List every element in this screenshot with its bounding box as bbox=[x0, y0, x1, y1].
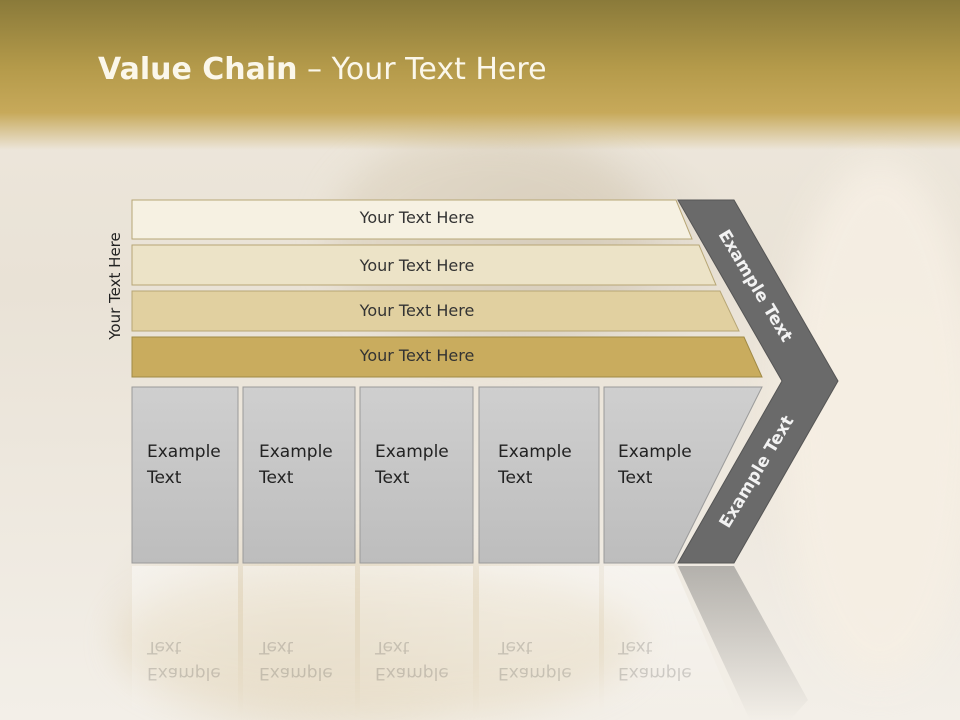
slide-title: Value Chain – Your Text Here bbox=[98, 52, 547, 87]
reflection-box-3 bbox=[360, 566, 473, 720]
row-label-3: Your Text Here bbox=[359, 301, 475, 320]
box-label-4-line1: Example bbox=[498, 442, 572, 462]
reflection-label-4: Example Text bbox=[498, 634, 572, 686]
reflection-label-4-line2: Text bbox=[498, 637, 533, 657]
reflection-label-1: Example Text bbox=[147, 634, 221, 686]
reflection-label-1-line2: Text bbox=[147, 637, 182, 657]
reflection-box-4 bbox=[479, 566, 599, 720]
reflection-box-5 bbox=[604, 566, 740, 720]
box-label-3-line2: Text bbox=[375, 468, 410, 488]
row-bar-1 bbox=[131, 199, 693, 240]
row-bar-4 bbox=[131, 336, 763, 378]
box-label-4-line2: Text bbox=[498, 468, 533, 488]
reflection-label-4-line1: Example bbox=[498, 663, 572, 683]
box-label-2-line2: Text bbox=[259, 468, 294, 488]
box-label-3-line1: Example bbox=[375, 442, 449, 462]
reflection-box-1 bbox=[132, 566, 238, 720]
reflection-label-2-line2: Text bbox=[259, 637, 294, 657]
box-5 bbox=[603, 386, 763, 564]
reflection-label-3-line1: Example bbox=[375, 663, 449, 683]
reflection-label-2-line1: Example bbox=[259, 663, 333, 683]
box-1 bbox=[131, 386, 239, 564]
box-label-2-line1: Example bbox=[259, 442, 333, 462]
reflection-chevron bbox=[678, 566, 808, 720]
title-bar bbox=[0, 0, 960, 150]
row-label-1: Your Text Here bbox=[359, 208, 475, 227]
chevron-arrow bbox=[677, 199, 839, 564]
row-label-2: Your Text Here bbox=[359, 256, 475, 275]
row-label-4: Your Text Here bbox=[359, 346, 475, 365]
box-3 bbox=[359, 386, 474, 564]
reflection-label-3-line2: Text bbox=[375, 637, 410, 657]
box-label-1-line1: Example bbox=[147, 442, 221, 462]
box-2 bbox=[242, 386, 356, 564]
title-rest: – Your Text Here bbox=[297, 52, 547, 87]
reflection-label-5-line2: Text bbox=[618, 637, 653, 657]
box-4 bbox=[478, 386, 600, 564]
box-label-5-line1: Example bbox=[618, 442, 692, 462]
row-bar-2 bbox=[131, 244, 717, 286]
box-label-5-line2: Text bbox=[618, 468, 653, 488]
reflection-label-1-line1: Example bbox=[147, 663, 221, 683]
row-bar-3 bbox=[131, 290, 740, 332]
reflection-box-2 bbox=[243, 566, 355, 720]
reflection-label-5-line1: Example bbox=[618, 663, 692, 683]
reflection-label-2: Example Text bbox=[259, 634, 333, 686]
title-bold: Value Chain bbox=[98, 52, 298, 87]
box-label-1-line2: Text bbox=[147, 468, 182, 488]
reflection-label-3: Example Text bbox=[375, 634, 449, 686]
reflection-label-5: Example Text bbox=[618, 634, 692, 686]
